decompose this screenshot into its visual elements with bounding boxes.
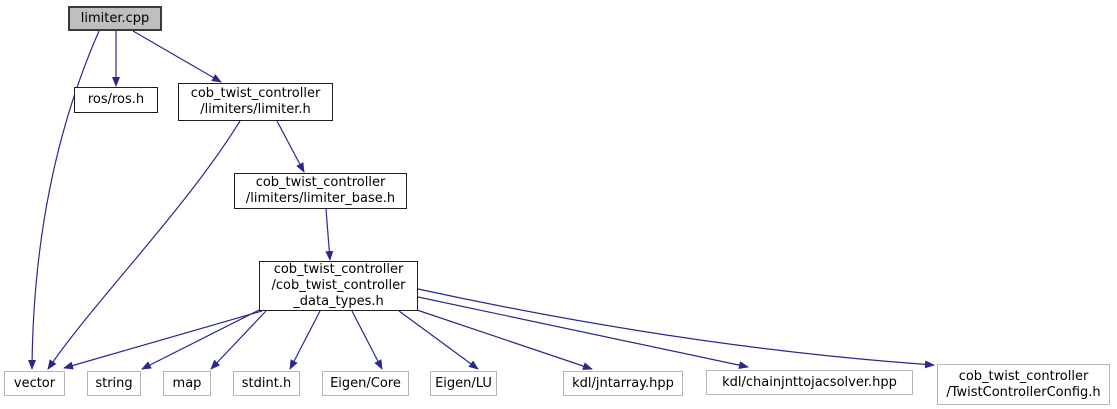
node-kdl-chainjnttojacsolver: kdl/chainjnttojacsolver.hpp xyxy=(706,370,913,395)
edge-data-types-to-eigen-core xyxy=(351,310,383,370)
node-twist-controller-config-label: cob_twist_controller /TwistControllerCon… xyxy=(946,368,1101,400)
edge-limiter-cpp-to-limiter-h xyxy=(132,30,222,83)
edge-limiter-h-to-limiter-base-h xyxy=(276,120,305,173)
node-string-label: string xyxy=(95,375,133,391)
edge-data-types-to-kdl-chainjnttojacsolver xyxy=(417,296,749,370)
edge-limiter-base-h-to-data-types-h xyxy=(325,208,334,261)
edge-data-types-to-kdl-jntarray xyxy=(416,309,593,370)
node-map: map xyxy=(163,371,211,396)
edge-data-types-to-twist-controller-config xyxy=(417,288,935,369)
node-vector: vector xyxy=(4,371,65,396)
node-limiter-base-h[interactable]: cob_twist_controller /limiters/limiter_b… xyxy=(234,173,407,209)
edge-data-types-to-vector xyxy=(63,310,263,370)
node-eigen-core: Eigen/Core xyxy=(322,371,409,396)
node-ros-ros-h[interactable]: ros/ros.h xyxy=(74,87,158,113)
edge-limiter-cpp-to-vector xyxy=(28,30,100,370)
node-twist-controller-config: cob_twist_controller /TwistControllerCon… xyxy=(937,364,1110,405)
node-kdl-jntarray-label: kdl/jntarray.hpp xyxy=(572,375,674,391)
edge-data-types-to-eigen-lu xyxy=(398,310,479,370)
node-limiter-cpp[interactable]: limiter.cpp xyxy=(68,6,162,31)
node-stdint-h-label: stdint.h xyxy=(241,375,292,391)
node-limiter-cpp-label: limiter.cpp xyxy=(80,10,150,26)
node-limiter-base-h-label: cob_twist_controller /limiters/limiter_b… xyxy=(245,175,396,206)
edge-data-types-to-string xyxy=(141,308,262,370)
node-map-label: map xyxy=(172,375,202,391)
node-eigen-lu: Eigen/LU xyxy=(430,371,497,396)
node-eigen-lu-label: Eigen/LU xyxy=(435,375,492,391)
node-ros-ros-h-label: ros/ros.h xyxy=(87,92,145,107)
node-eigen-core-label: Eigen/Core xyxy=(330,375,401,391)
node-kdl-jntarray: kdl/jntarray.hpp xyxy=(563,371,683,396)
node-vector-label: vector xyxy=(13,375,56,391)
node-kdl-chainjnttojacsolver-label: kdl/chainjnttojacsolver.hpp xyxy=(722,374,897,390)
edge-data-types-to-stdint xyxy=(289,310,321,370)
node-limiter-h-label: cob_twist_controller /limiters/limiter.h xyxy=(190,86,321,117)
node-limiter-h[interactable]: cob_twist_controller /limiters/limiter.h xyxy=(178,83,333,121)
node-string: string xyxy=(87,371,141,396)
edge-data-types-to-map xyxy=(210,310,267,370)
node-data-types-h[interactable]: cob_twist_controller /cob_twist_controll… xyxy=(259,261,418,311)
edge-limiter-h-to-vector xyxy=(47,120,241,370)
node-stdint-h: stdint.h xyxy=(233,371,300,396)
node-data-types-h-label: cob_twist_controller /cob_twist_controll… xyxy=(271,262,406,309)
